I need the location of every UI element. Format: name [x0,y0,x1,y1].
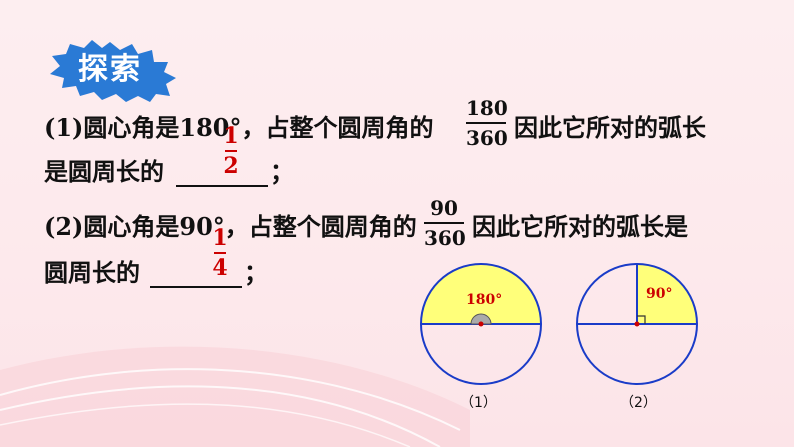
angle-label-90: 90° [646,286,672,302]
angle-arc-marker [470,313,492,325]
item1-line2-end: ； [270,157,294,186]
right-angle-marker [637,315,646,324]
item2-answer-blank[interactable] [150,286,242,288]
item2-answer-numerator: 1 [212,225,228,251]
item1-fraction: 180 360 [466,96,508,150]
fraction-bar [424,222,464,224]
angle-label-180: 180° [466,292,502,308]
figure1-caption: （1） [460,395,497,411]
explore-badge-title: 探索 [78,52,142,87]
figure2-caption: （2） [620,395,657,411]
item1-answer-fraction: 1 2 [218,124,244,178]
sector-180 [421,264,541,324]
item2-fraction-denominator: 360 [424,226,466,250]
fraction-bar [214,252,226,254]
item2-line2-prefix: 圆周长的 [44,258,140,287]
item1-line2-prefix: 是圆周长的 [44,157,164,186]
fraction-bar [466,122,506,124]
item1-answer-numerator: 1 [223,123,239,149]
item1-prefix: (1)圆心角是180°，占整个圆周角的 [44,113,434,142]
fraction-bar [225,150,237,152]
item2-suffix: 因此它所对的弧长是 [472,212,688,241]
explore-badge-shape [50,40,176,102]
item1-answer-blank[interactable] [176,185,268,187]
item2-answer-fraction: 1 4 [207,226,233,280]
item2-line2-end: ； [244,258,268,287]
item2-answer-denominator: 4 [212,255,228,281]
sector-90 [637,264,697,324]
item2-prefix: (2)圆心角是90°，占整个圆周角的 [44,212,417,241]
circle-figure-90: 90° [576,263,698,385]
center-dot [634,321,640,327]
center-dot [478,321,484,327]
item1-answer-denominator: 2 [223,153,239,179]
item2-fraction: 90 360 [424,196,466,250]
item1-fraction-denominator: 360 [466,126,508,150]
circle-figure-180: 180° [420,263,542,385]
item1-suffix: 因此它所对的弧长 [514,113,706,142]
item2-fraction-numerator: 90 [430,196,458,220]
item1-fraction-numerator: 180 [466,96,508,120]
